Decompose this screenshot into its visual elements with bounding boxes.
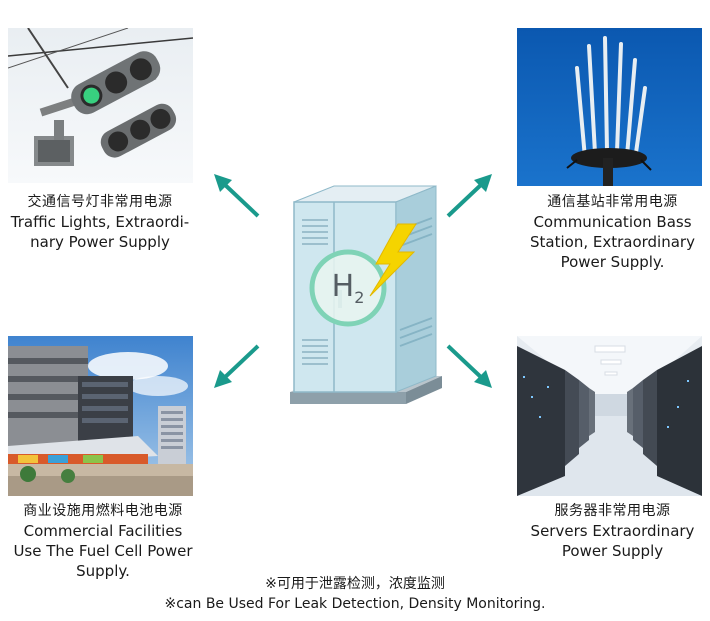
caption-communication-station-en-line-1: Communication Bass xyxy=(533,213,692,231)
caption-traffic-lights-en-line-2: nary Power Supply xyxy=(30,233,170,251)
caption-communication-station-en-line-2: Station, Extraordinary xyxy=(530,233,695,251)
h2-symbol: H xyxy=(331,269,355,304)
caption-servers-en-line-2: Power Supply xyxy=(561,542,664,560)
h2-subscript: 2 xyxy=(354,288,365,307)
server-room-image xyxy=(517,336,702,496)
caption-commercial-facilities-en-line-3: Supply. xyxy=(76,562,130,580)
arrow-to-commercial-facilities xyxy=(210,340,264,390)
antenna-image xyxy=(517,28,702,186)
footnote: ※可用于泄露检测，浓度监测 ※can Be Used For Leak Dete… xyxy=(0,574,710,614)
cabinet-illustration xyxy=(290,185,442,404)
caption-traffic-lights: 交通信号灯非常用电源 Traffic Lights, Extraordi- na… xyxy=(0,192,200,252)
footnote-cn: ※可用于泄露检测，浓度监测 xyxy=(265,576,445,592)
caption-commercial-facilities-en-line-1: Commercial Facilities xyxy=(23,522,183,540)
footnote-en: ※can Be Used For Leak Detection, Density… xyxy=(164,596,546,612)
antenna-photo xyxy=(517,28,702,186)
caption-commercial-facilities-en-line-2: Use The Fuel Cell Power xyxy=(13,542,193,560)
server-room-photo xyxy=(517,336,702,496)
caption-commercial-facilities: 商业设施用燃料电池电源 Commercial Facilities Use Th… xyxy=(0,501,206,581)
traffic-light-image xyxy=(8,28,193,183)
caption-servers-cn: 服务器非常用电源 xyxy=(554,503,671,519)
caption-communication-station-cn: 通信基站非常用电源 xyxy=(547,194,678,210)
caption-servers-en-line-1: Servers Extraordinary xyxy=(530,522,695,540)
caption-traffic-lights-en-line-1: Traffic Lights, Extraordi- xyxy=(10,213,190,231)
caption-communication-station: 通信基站非常用电源 Communication Bass Station, Ex… xyxy=(515,192,710,272)
arrow-to-traffic-lights xyxy=(210,172,264,222)
caption-communication-station-en-line-3: Power Supply. xyxy=(560,253,665,271)
caption-servers: 服务器非常用电源 Servers Extraordinary Power Sup… xyxy=(515,501,710,561)
traffic-light-photo xyxy=(8,28,193,183)
commercial-building-photo xyxy=(8,336,193,496)
arrow-to-communication-station xyxy=(442,172,496,222)
caption-traffic-lights-cn: 交通信号灯非常用电源 xyxy=(27,194,173,210)
caption-commercial-facilities-cn: 商业设施用燃料电池电源 xyxy=(23,503,183,519)
h2-label: H2 xyxy=(312,270,384,315)
hydrogen-fuel-cell-cabinet: H2 xyxy=(286,180,446,410)
arrow-to-servers xyxy=(442,340,496,390)
commercial-building-image xyxy=(8,336,193,496)
